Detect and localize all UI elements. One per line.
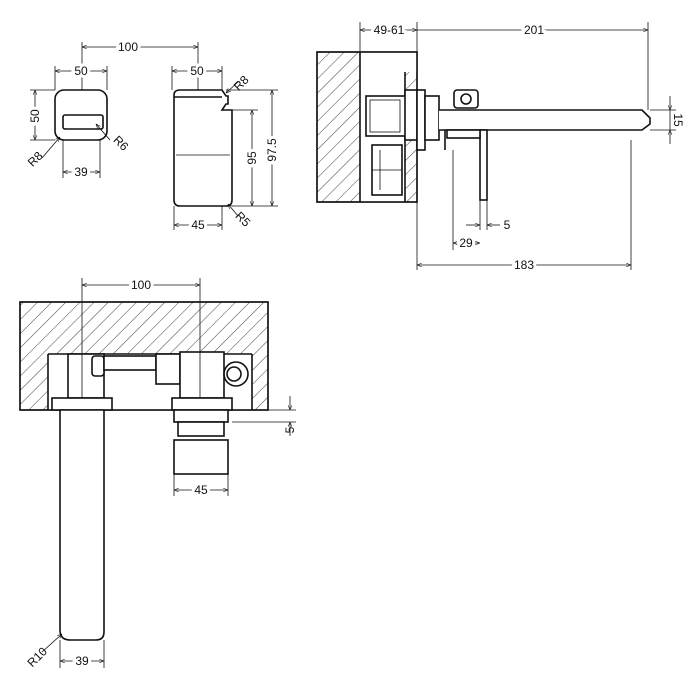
front-handle-bottom-label: 39: [74, 165, 88, 179]
front-handle-width-label: 50: [74, 64, 88, 78]
side-elevation: [316, 22, 676, 270]
handle-side-view: [171, 42, 278, 230]
side-handle-width-label: 50: [190, 64, 204, 78]
side-body-radius-label: R5: [232, 209, 253, 230]
plate-thickness-label: 5: [504, 218, 511, 232]
plan-handle-width-label: 45: [194, 483, 208, 497]
side-body-width-label: 45: [191, 218, 205, 232]
handle-front-view: [30, 42, 198, 178]
side-overall-height-label: 97.5: [265, 138, 279, 162]
handle-offset-label: 29: [459, 236, 473, 250]
spout-thickness-label: 15: [671, 113, 685, 127]
spout-length-label: 201: [524, 23, 544, 37]
front-handle-height-label: 50: [28, 109, 42, 123]
wall-depth-label: 49-61: [374, 23, 405, 37]
front-radius-right-label: R6: [110, 133, 131, 154]
projection-label: 183: [514, 258, 534, 272]
front-overall-width-label: 100: [118, 40, 138, 54]
front-radius-left-label: R8: [25, 149, 46, 170]
spout-width-label: 39: [75, 654, 89, 668]
plan-plate-gap-label: 5: [283, 426, 297, 433]
side-body-height-label: 95: [245, 151, 259, 165]
plan-centres-label: 100: [131, 278, 151, 292]
dimension-labels: 100 50 50 R8 R6 39 50 R8 95 97.5 45 R5 4…: [24, 20, 688, 671]
plan-view: [19, 278, 296, 668]
